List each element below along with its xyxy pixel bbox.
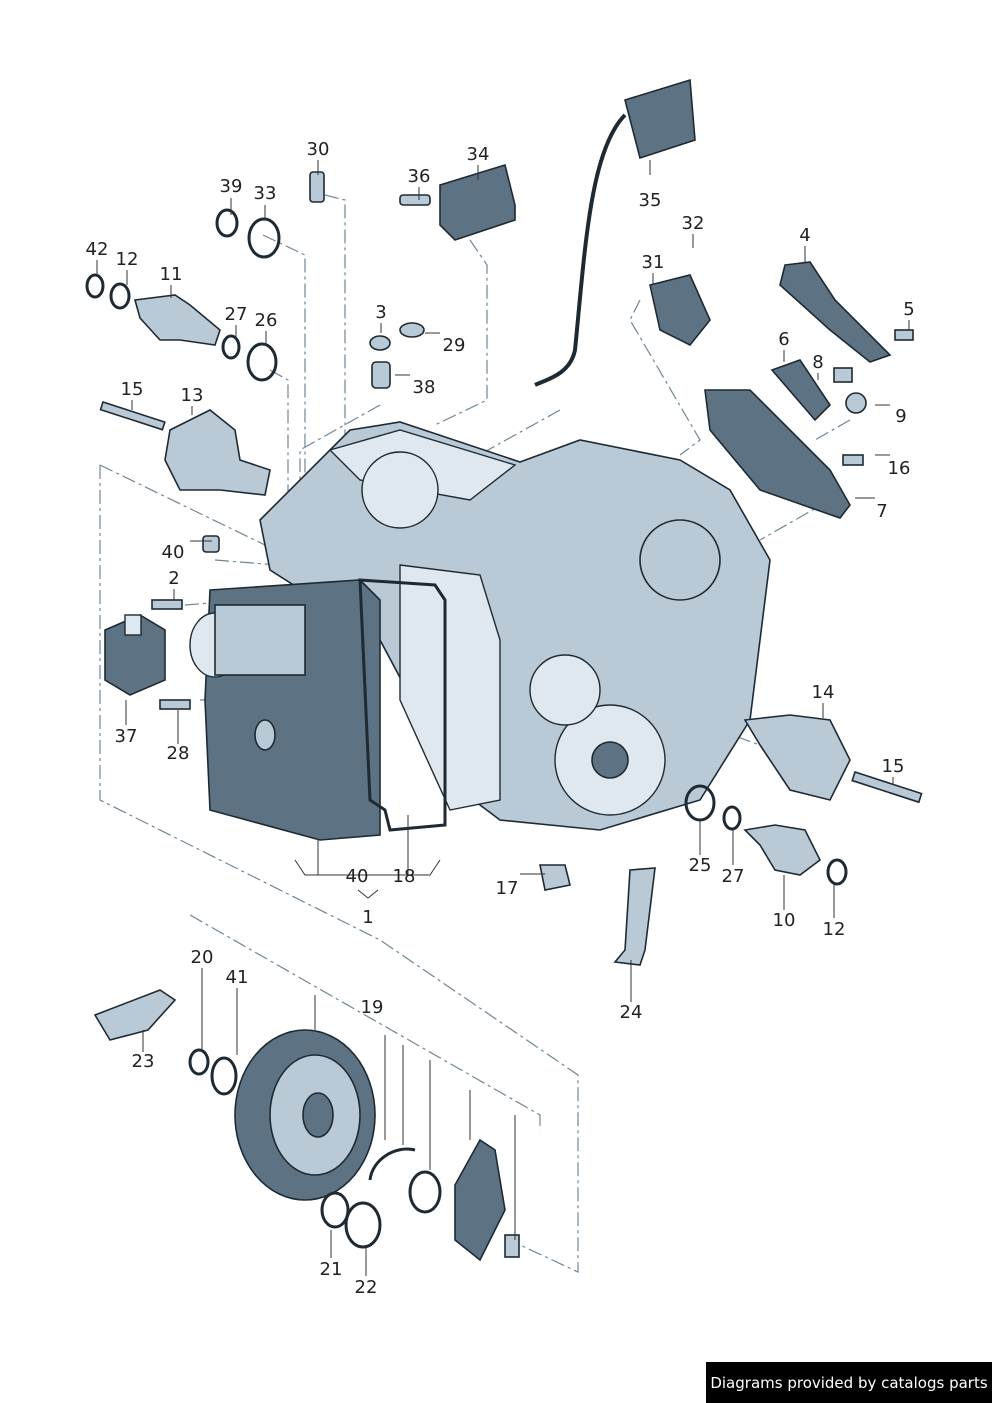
- part-label: 40: [161, 542, 185, 563]
- part-label: 24: [619, 1002, 643, 1023]
- part-label: 27: [224, 304, 248, 325]
- part-label: 15: [120, 379, 144, 400]
- part-label: 34: [466, 144, 490, 165]
- part-label: 15: [881, 756, 905, 777]
- part-label: 26: [254, 310, 278, 331]
- part-label: 12: [115, 249, 139, 270]
- part-label: 40: [345, 866, 369, 887]
- part-label: 21: [319, 1259, 343, 1280]
- part-label: 10: [772, 910, 796, 931]
- part-label: 11: [159, 264, 183, 285]
- part-label: 1: [362, 907, 374, 928]
- part-label: 3: [375, 302, 387, 323]
- part-label: 12: [822, 919, 846, 940]
- part-label: 4: [799, 225, 811, 246]
- part-label: 29: [442, 335, 466, 356]
- part-label: 17: [495, 878, 519, 899]
- part-label: 14: [811, 682, 835, 703]
- leader-lines: [96, 160, 910, 1276]
- part-label: 2: [168, 568, 180, 589]
- part-label: 18: [392, 866, 416, 887]
- part-label: 38: [412, 377, 436, 398]
- part-label: 41: [225, 967, 249, 988]
- part-label: 13: [180, 385, 204, 406]
- part-label: 39: [219, 176, 243, 197]
- part-label: 31: [641, 252, 665, 273]
- transmission-housing: [259, 421, 771, 831]
- part-label: 28: [166, 743, 190, 764]
- part-label: 7: [876, 501, 888, 522]
- footer-credit: Diagrams provided by catalogs parts: [706, 1362, 992, 1403]
- part-label: 32: [681, 213, 705, 234]
- part-label: 25: [688, 855, 712, 876]
- small-parts: [85, 78, 923, 1262]
- part-label: 33: [253, 183, 277, 204]
- part-label: 5: [903, 299, 915, 320]
- part-label: 8: [812, 352, 824, 373]
- gasket: [358, 578, 447, 832]
- part-label: 30: [306, 139, 330, 160]
- part-label: 9: [895, 406, 907, 427]
- part-label: 23: [131, 1051, 155, 1072]
- part-label: 37: [114, 726, 138, 747]
- part-label: 36: [407, 166, 431, 187]
- part-label: 20: [190, 947, 214, 968]
- mechatronic-unit: [189, 579, 381, 841]
- part-label: 19: [360, 997, 384, 1018]
- part-label: 42: [85, 239, 109, 260]
- part-label: 22: [354, 1277, 378, 1298]
- part-label: 27: [721, 866, 745, 887]
- part-label: 6: [778, 329, 790, 350]
- part-label: 16: [887, 458, 911, 479]
- part-label: 35: [638, 190, 662, 211]
